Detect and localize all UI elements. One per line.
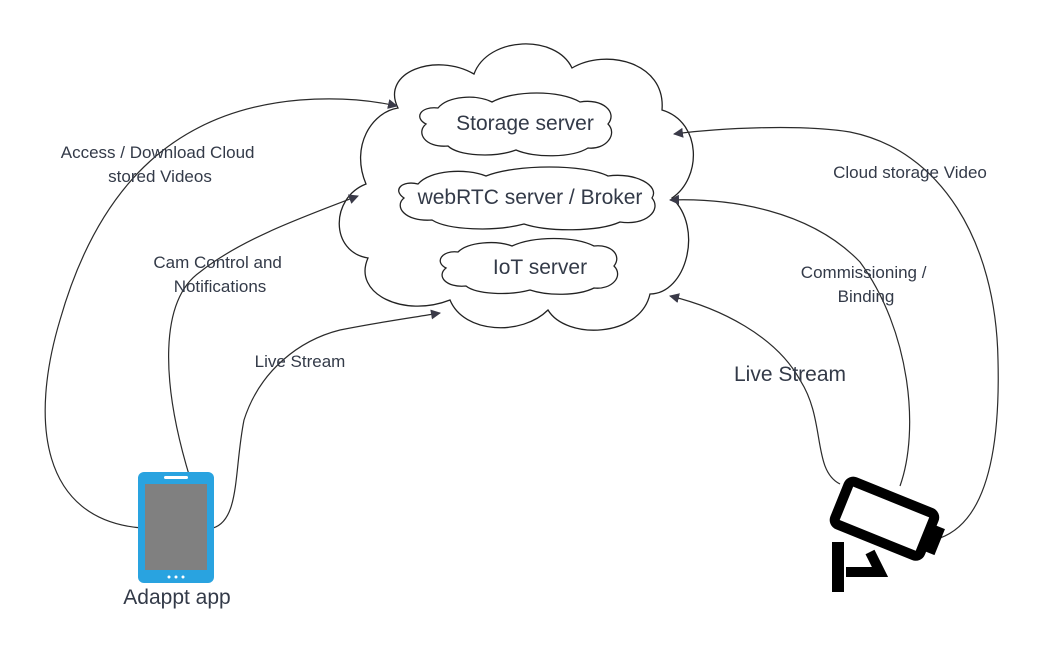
cloud-storage-video-label: Cloud storage Video xyxy=(833,163,987,182)
access-download-arrow xyxy=(44,98,398,529)
live-stream-right-label: Live Stream xyxy=(734,363,846,386)
smartphone-icon xyxy=(138,472,214,583)
storage-server-cloud xyxy=(419,92,613,157)
live-stream-right-arrow xyxy=(669,293,841,485)
access-download-label: Access / Download Cloud stored Videos xyxy=(61,143,259,186)
iot-server-cloud xyxy=(439,237,619,295)
cam-control-arrow xyxy=(168,194,359,479)
storage-server-label: Storage server xyxy=(456,112,594,135)
cam-control-label: Cam Control and Notifications xyxy=(153,253,286,296)
webrtc-server-cloud xyxy=(398,166,656,231)
webrtc-server-label: webRTC server / Broker xyxy=(417,186,643,209)
live-stream-left-label: Live Stream xyxy=(255,352,346,371)
security-camera-icon xyxy=(829,476,945,592)
cloud-storage-video-arrow xyxy=(673,126,999,539)
live-stream-left-arrow xyxy=(212,309,441,529)
iot-server-label: IoT server xyxy=(493,256,587,279)
commissioning-arrow xyxy=(669,194,911,487)
app-label: Adappt app xyxy=(123,586,230,609)
commissioning-label: Commissioning / Binding xyxy=(801,263,931,306)
